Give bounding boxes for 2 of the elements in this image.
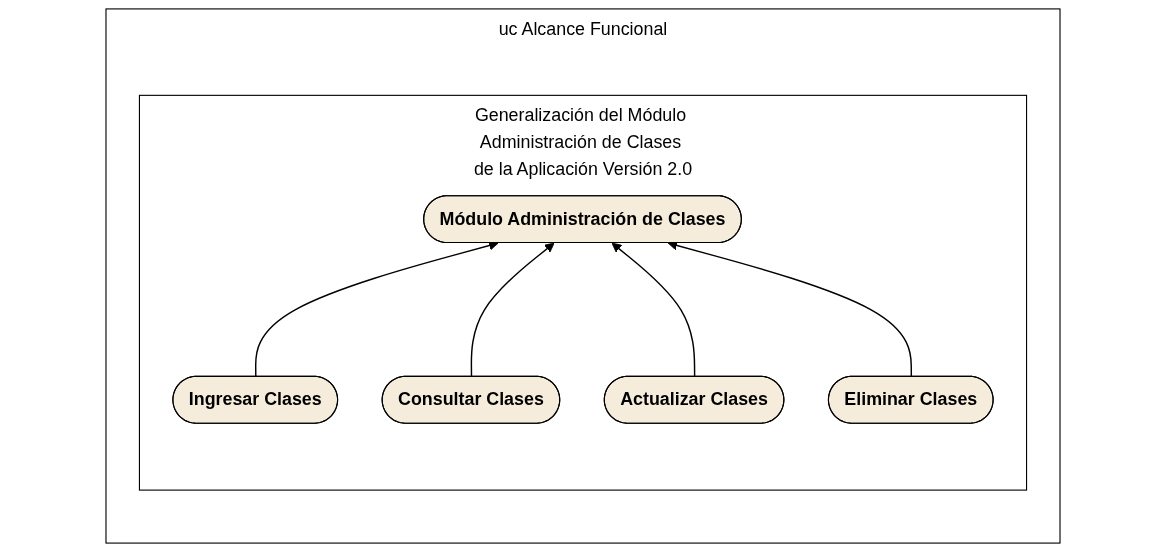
- arrow: [470, 242, 555, 378]
- arrow: [611, 242, 696, 378]
